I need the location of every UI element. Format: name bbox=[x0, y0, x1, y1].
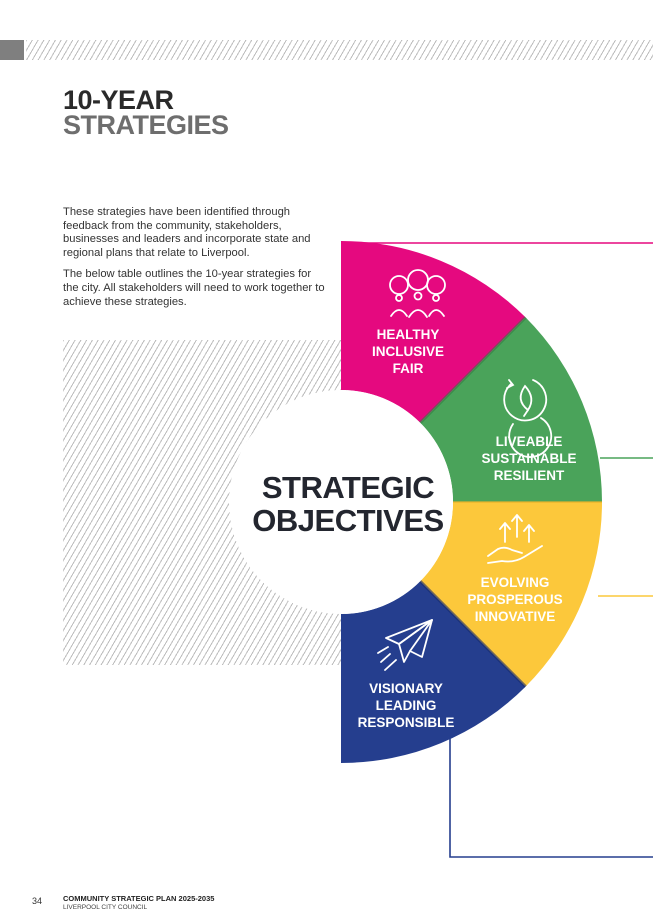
segment-divider-3 bbox=[419, 580, 527, 688]
segment-label-evolving: EVOLVING PROSPEROUS INNOVATIVE bbox=[445, 574, 585, 625]
segment-divider-1 bbox=[419, 316, 527, 424]
page-title: 10-YEAR STRATEGIES bbox=[63, 85, 229, 140]
title-line-1: 10-YEAR bbox=[63, 85, 174, 115]
prosperous-label: PROSPEROUS bbox=[467, 592, 563, 607]
center-title: STRATEGIC OBJECTIVES bbox=[243, 471, 453, 537]
segment-liveable bbox=[420, 317, 602, 502]
resilient-label: RESILIENT bbox=[493, 468, 565, 483]
header-hatch-band bbox=[26, 40, 653, 60]
inclusive-label: INCLUSIVE bbox=[371, 344, 444, 359]
visionary-label: VISIONARY bbox=[369, 681, 443, 696]
segment-healthy bbox=[341, 240, 526, 423]
segment-label-liveable: LIVEABLE SUSTAINABLE RESILIENT bbox=[459, 433, 599, 484]
segment-visionary bbox=[341, 581, 526, 764]
footer-subtitle: LIVERPOOL CITY COUNCIL bbox=[63, 904, 148, 911]
responsible-label: RESPONSIBLE bbox=[357, 715, 455, 730]
segment-label-healthy: HEALTHY INCLUSIVE FAIR bbox=[338, 326, 478, 377]
healthy-label: HEALTHY bbox=[376, 327, 440, 342]
intro-paragraph-2: The below table outlines the 10-year str… bbox=[63, 268, 325, 308]
header-square bbox=[0, 40, 24, 60]
innovative-label: INNOVATIVE bbox=[474, 609, 556, 624]
center-title-line-1: STRATEGIC bbox=[261, 470, 435, 505]
liveable-label: LIVEABLE bbox=[495, 434, 563, 449]
center-title-line-2: OBJECTIVES bbox=[252, 503, 444, 538]
segment-evolving bbox=[420, 502, 602, 687]
connector-line-visionary bbox=[449, 737, 653, 858]
intro-paragraph-1: These strategies have been identified th… bbox=[63, 206, 311, 259]
center-circle bbox=[229, 390, 453, 614]
footer-title: COMMUNITY STRATEGIC PLAN 2025-2035 bbox=[63, 894, 215, 903]
leaf-icon bbox=[503, 379, 553, 458]
intro-text: These strategies have been identified th… bbox=[63, 206, 328, 317]
title-line-2: STRATEGIES bbox=[63, 110, 229, 140]
segment-label-visionary: VISIONARY LEADING RESPONSIBLE bbox=[336, 680, 476, 731]
evolving-label: EVOLVING bbox=[480, 575, 550, 590]
page-number: 34 bbox=[32, 896, 43, 906]
paper-plane-icon bbox=[377, 619, 433, 671]
people-icon bbox=[389, 269, 446, 318]
leading-label: LEADING bbox=[375, 698, 437, 713]
growth-hand-icon bbox=[487, 514, 543, 564]
fair-label: FAIR bbox=[392, 361, 424, 376]
sustainable-label: SUSTAINABLE bbox=[481, 451, 577, 466]
